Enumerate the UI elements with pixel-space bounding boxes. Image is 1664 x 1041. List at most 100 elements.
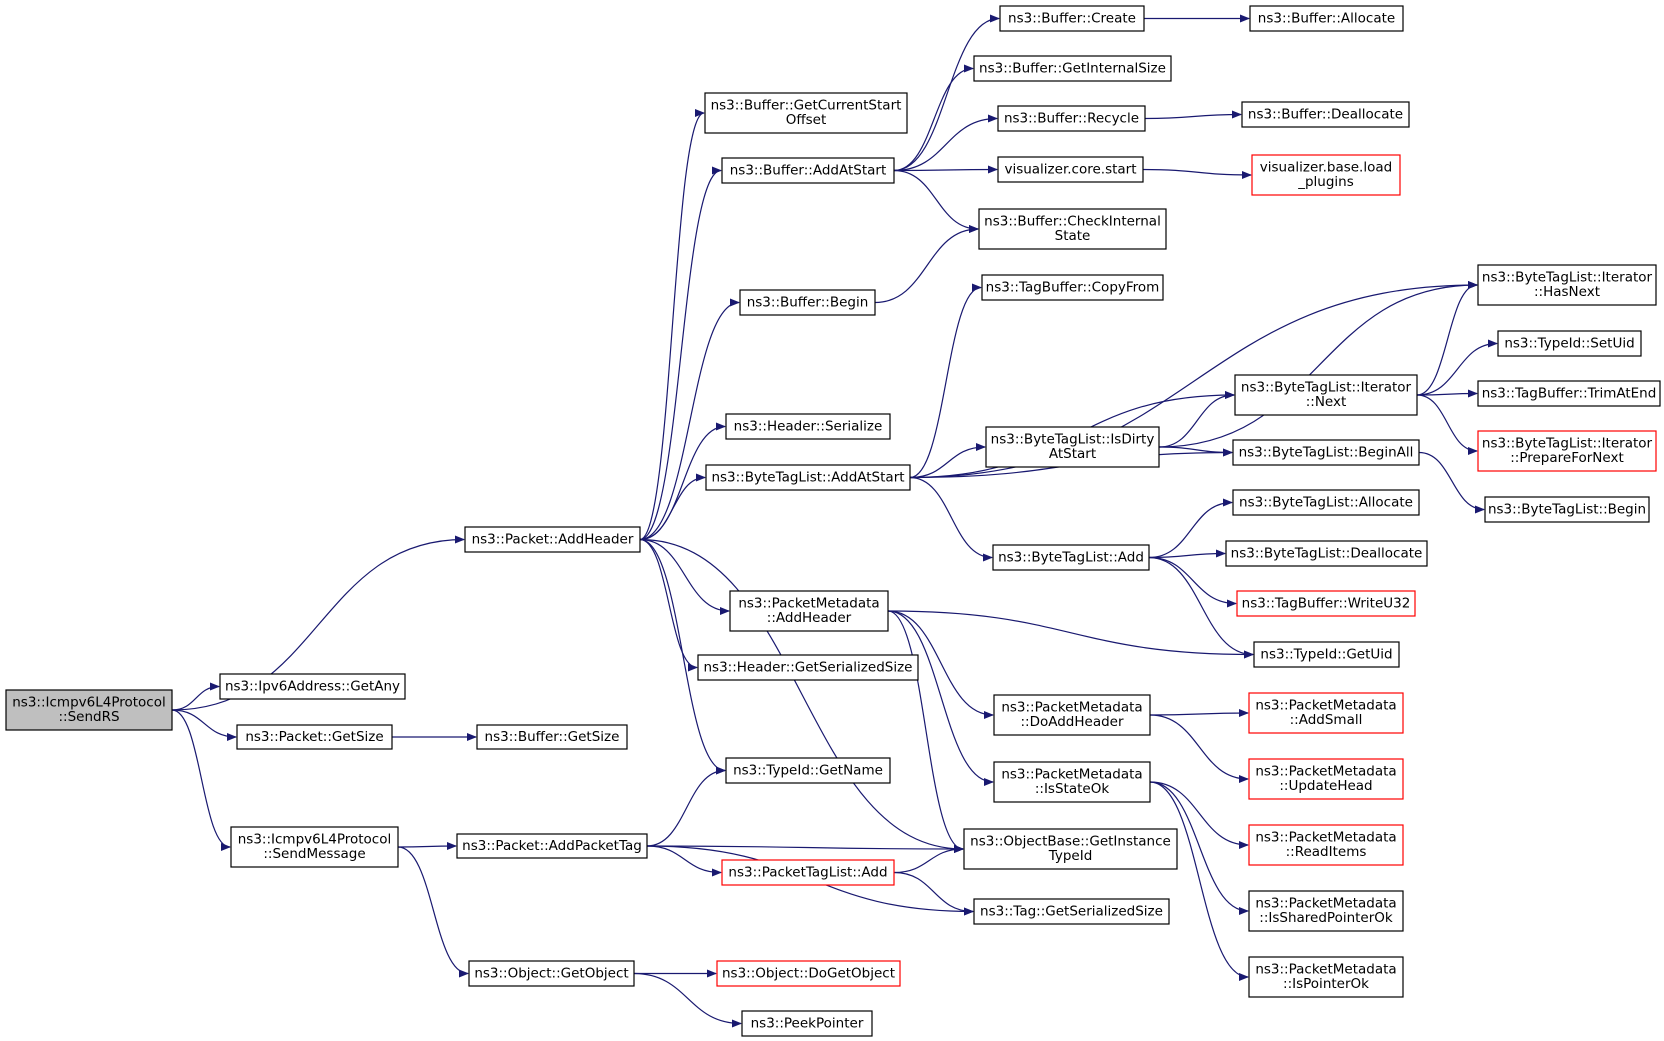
node-hdrserialize-box <box>725 413 891 440</box>
edge-pmdoaddheader-to-pmupdatehead <box>1149 714 1249 783</box>
node-bufgetsize-box <box>476 724 628 750</box>
node-bufaddatstart[interactable]: ns3::Buffer::AddAtStart <box>721 157 895 184</box>
node-vizstart-box <box>997 156 1144 183</box>
node-typeidgetuid[interactable]: ns3::TypeId::GetUid <box>1253 641 1400 668</box>
node-bufcreate[interactable]: ns3::Buffer::Create <box>999 5 1145 32</box>
node-bufrecycle[interactable]: ns3::Buffer::Recycle <box>997 105 1146 132</box>
node-pmreaditems[interactable]: ns3::PacketMetadata::ReadItems <box>1248 824 1404 866</box>
node-bufcheck-label: State <box>1055 228 1091 244</box>
edge-pmaddheader-to-pmisstateok <box>887 610 994 786</box>
node-sendmessage[interactable]: ns3::Icmpv6L4Protocol::SendMessage <box>230 826 399 868</box>
edge-pmaddheader-to-typeidgetuid <box>887 610 1254 659</box>
edge-bufrecycle-to-bufdeallocate <box>1144 110 1242 120</box>
node-bufbegin[interactable]: ns3::Buffer::Begin <box>739 289 876 316</box>
node-hdrgetsersize-box <box>697 654 919 681</box>
node-tbwriteu32[interactable]: ns3::TagBuffer::WriteU32 <box>1236 590 1416 617</box>
node-taggetsersize-label: ns3::Tag::GetSerializedSize <box>980 903 1163 919</box>
node-bufallocate[interactable]: ns3::Buffer::Allocate <box>1249 5 1404 32</box>
edge-bufaddatstart-to-bufinternalsize <box>893 64 974 172</box>
node-addpackettag[interactable]: ns3::Packet::AddPacketTag <box>456 833 648 859</box>
node-btladdatstart-box <box>705 464 911 491</box>
node-typeidsetuid-box <box>1497 330 1642 357</box>
node-pmupdatehead[interactable]: ns3::PacketMetadata::UpdateHead <box>1248 758 1404 800</box>
node-peekpointer-label: ns3::PeekPointer <box>751 1015 864 1031</box>
node-btlbegin[interactable]: ns3::ByteTagList::Begin <box>1484 496 1650 523</box>
node-pmispointerok-label: ::IsPointerOk <box>1283 976 1369 992</box>
node-bufdeallocate[interactable]: ns3::Buffer::Deallocate <box>1241 101 1410 128</box>
edge-addpackettag-to-pkttaglistadd <box>646 845 722 877</box>
node-bufcheck-label: ns3::Buffer::CheckInternal <box>984 214 1161 230</box>
node-bufcreate-box <box>999 5 1145 32</box>
node-tbtrimatend-label: ns3::TagBuffer::TrimAtEnd <box>1482 385 1657 401</box>
node-bufaddatstart-label: ns3::Buffer::AddAtStart <box>730 162 887 178</box>
node-bufgetsize[interactable]: ns3::Buffer::GetSize <box>476 724 628 750</box>
node-btladd[interactable]: ns3::ByteTagList::Add <box>992 544 1150 571</box>
node-pmissharedptr[interactable]: ns3::PacketMetadata::IsSharedPointerOk <box>1248 890 1404 932</box>
node-btlbeginall[interactable]: ns3::ByteTagList::BeginAll <box>1232 439 1420 466</box>
node-vizloadplugins[interactable]: visualizer.base.load_plugins <box>1251 154 1401 196</box>
node-sendrs[interactable]: ns3::Icmpv6L4Protocol::SendRS <box>5 689 173 731</box>
edge-vizstart-to-vizloadplugins <box>1142 168 1252 179</box>
node-pmaddheader-box <box>729 590 889 632</box>
node-bufbegin-label: ns3::Buffer::Begin <box>747 294 869 310</box>
node-pmisstateok-label: ns3::PacketMetadata <box>1001 767 1142 783</box>
node-pkttaglistadd[interactable]: ns3::PacketTagList::Add <box>721 859 895 886</box>
node-pmaddheader-label: ns3::PacketMetadata <box>738 596 879 612</box>
node-vizloadplugins-label: _plugins <box>1297 174 1354 190</box>
node-vizstart[interactable]: visualizer.core.start <box>997 156 1144 183</box>
edge-bufaddatstart-to-bufcreate <box>893 14 1000 172</box>
node-btladdatstart[interactable]: ns3::ByteTagList::AddAtStart <box>705 464 911 491</box>
node-bufrecycle-label: ns3::Buffer::Recycle <box>1004 110 1139 126</box>
node-bufaddatstart-box <box>721 157 895 184</box>
node-btldeallocate[interactable]: ns3::ByteTagList::Deallocate <box>1225 540 1428 567</box>
node-typeidgetname[interactable]: ns3::TypeId::GetName <box>725 757 891 784</box>
node-ipv6any[interactable]: ns3::Ipv6Address::GetAny <box>219 673 406 700</box>
edge-bufaddatstart-to-bufrecycle <box>893 114 998 172</box>
node-pmispointerok[interactable]: ns3::PacketMetadata::IsPointerOk <box>1248 956 1404 998</box>
node-pkttaglistadd-box <box>721 859 895 886</box>
node-typeidsetuid[interactable]: ns3::TypeId::SetUid <box>1497 330 1642 357</box>
node-bufdeallocate-box <box>1241 101 1410 128</box>
node-pmreaditems-box <box>1248 824 1404 866</box>
node-tbcopyfrom[interactable]: ns3::TagBuffer::CopyFrom <box>981 274 1164 301</box>
node-taggetsersize[interactable]: ns3::Tag::GetSerializedSize <box>973 898 1170 925</box>
node-bufinternalsize[interactable]: ns3::Buffer::GetInternalSize <box>973 55 1172 82</box>
node-btlitprepare[interactable]: ns3::ByteTagList::Iterator::PrepareForNe… <box>1477 430 1657 472</box>
node-tbtrimatend[interactable]: ns3::TagBuffer::TrimAtEnd <box>1477 380 1661 407</box>
node-pmdoaddheader-box <box>993 694 1151 736</box>
node-pmdoaddheader-label: ns3::PacketMetadata <box>1001 700 1142 716</box>
node-dogetobject[interactable]: ns3::Object::DoGetObject <box>716 960 901 987</box>
node-getcurrentstart-label: Offset <box>786 112 827 128</box>
node-btldeallocate-box <box>1225 540 1428 567</box>
node-addpackettag-box <box>456 833 648 859</box>
node-btlithasnext[interactable]: ns3::ByteTagList::Iterator::HasNext <box>1477 264 1657 306</box>
node-pmisstateok[interactable]: ns3::PacketMetadata::IsStateOk <box>993 761 1151 803</box>
node-pmupdatehead-label: ns3::PacketMetadata <box>1255 764 1396 780</box>
edge-addheader-to-pmaddheader <box>639 538 730 615</box>
node-pmaddsmall[interactable]: ns3::PacketMetadata::AddSmall <box>1248 692 1404 734</box>
node-getobject[interactable]: ns3::Object::GetObject <box>468 960 635 987</box>
edge-btladd-to-btlallocate <box>1148 498 1233 559</box>
node-pmdoaddheader[interactable]: ns3::PacketMetadata::DoAddHeader <box>993 694 1151 736</box>
node-peekpointer[interactable]: ns3::PeekPointer <box>741 1010 873 1037</box>
node-pmupdatehead-label: ::UpdateHead <box>1279 778 1372 794</box>
node-ipv6any-box <box>219 673 406 700</box>
node-hdrgetsersize[interactable]: ns3::Header::GetSerializedSize <box>697 654 919 681</box>
node-btlitnext[interactable]: ns3::ByteTagList::Iterator::Next <box>1234 374 1418 416</box>
edge-sendrs-to-addheader <box>171 535 465 711</box>
node-objbasegetid-label: ns3::ObjectBase::GetInstance <box>970 834 1171 850</box>
node-hdrserialize[interactable]: ns3::Header::Serialize <box>725 413 891 440</box>
node-peekpointer-box <box>741 1010 873 1037</box>
node-addheader[interactable]: ns3::Packet::AddHeader <box>464 526 641 553</box>
node-pmaddheader[interactable]: ns3::PacketMetadata::AddHeader <box>729 590 889 632</box>
node-pktgetsize[interactable]: ns3::Packet::GetSize <box>236 724 393 750</box>
edge-addpackettag-to-typeidgetname <box>646 766 726 847</box>
node-pmissharedptr-label: ns3::PacketMetadata <box>1255 896 1396 912</box>
node-pmisstateok-box <box>993 761 1151 803</box>
edge-bufaddatstart-to-bufcheck <box>893 169 979 233</box>
node-btlallocate[interactable]: ns3::ByteTagList::Allocate <box>1232 489 1420 516</box>
